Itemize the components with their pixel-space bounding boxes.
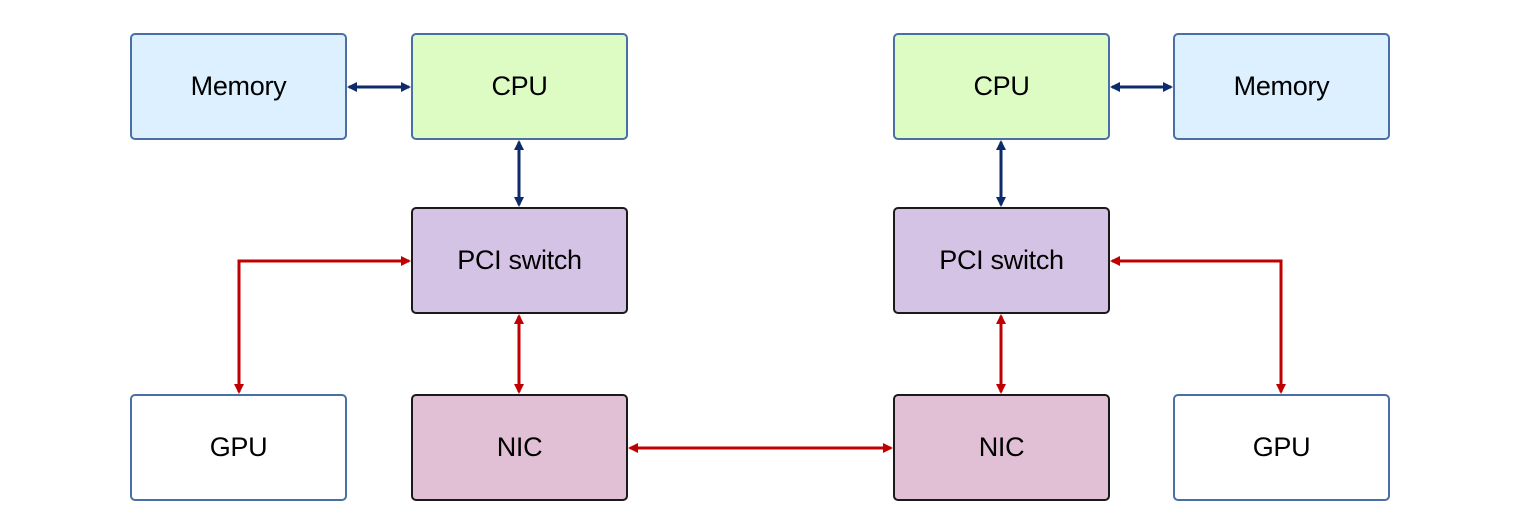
left-cpu-box: CPU (411, 33, 628, 140)
right-nic-box: NIC (893, 394, 1110, 501)
right-pci-switch-label: PCI switch (939, 245, 1064, 275)
left-gpu-label: GPU (209, 432, 268, 462)
right-memory-box: Memory (1173, 33, 1390, 140)
left-cpu-label: CPU (491, 71, 548, 101)
left-memory-box: Memory (130, 33, 347, 140)
left-nic-label: NIC (496, 432, 543, 462)
left-memory-label: Memory (190, 71, 287, 101)
left-pci-switch-label: PCI switch (457, 245, 582, 275)
link-left-pci-switch-gpu (234, 256, 411, 394)
right-gpu-label: GPU (1252, 432, 1311, 462)
link-right-pci-switch-gpu (1110, 256, 1286, 394)
right-cpu-box: CPU (893, 33, 1110, 140)
right-nic-label: NIC (978, 432, 1025, 462)
right-pci-switch-box: PCI switch (893, 207, 1110, 314)
left-gpu-box: GPU (130, 394, 347, 501)
right-cpu-label: CPU (973, 71, 1030, 101)
right-memory-label: Memory (1233, 71, 1330, 101)
right-gpu-box: GPU (1173, 394, 1390, 501)
left-pci-switch-box: PCI switch (411, 207, 628, 314)
left-nic-box: NIC (411, 394, 628, 501)
